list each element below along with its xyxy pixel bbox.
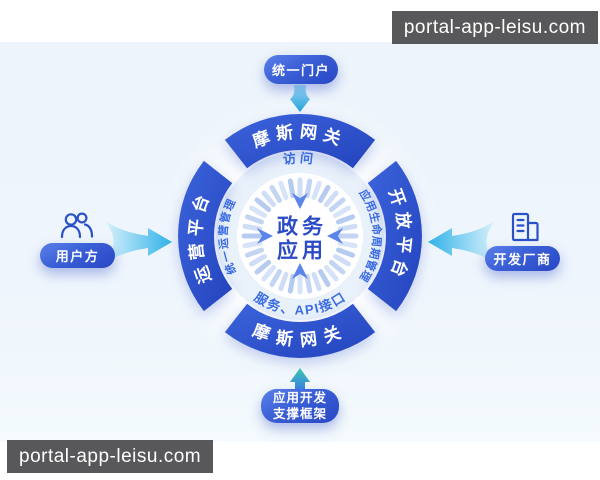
tick-mark (254, 259, 272, 275)
center-title-line1: 政务 (277, 215, 327, 239)
tick-mark (244, 247, 264, 258)
inward-arrow-left-icon (257, 228, 273, 244)
tick-mark (328, 259, 346, 275)
tick-mark (249, 254, 267, 267)
center-title-line2: 应用 (277, 239, 327, 263)
badge-unified-portal: 统一门户 (264, 55, 338, 84)
tick-mark (323, 264, 339, 282)
tick-mark (244, 214, 264, 225)
site-label-bottom: portal-app-leisu.com (7, 440, 214, 473)
tick-mark (278, 180, 289, 200)
inward-arrow-bottom-icon (292, 263, 308, 279)
inner-label-left: 统一运营管理 (216, 196, 237, 277)
tick-mark (318, 185, 331, 203)
inward-arrows (257, 193, 343, 279)
badge-user-side: 用户方 (40, 243, 115, 268)
arrow-up-bottom-icon (290, 368, 310, 391)
inner-label-top: 访问 (282, 150, 314, 167)
svg-text:访问: 访问 (282, 150, 318, 167)
tick-mark (242, 223, 263, 232)
tick-mark (328, 197, 346, 213)
arc-right (367, 160, 422, 312)
tick-mark (304, 273, 313, 294)
center-disk (237, 173, 363, 299)
tick-mark (333, 205, 351, 218)
arrow-flow-right-icon (428, 222, 494, 262)
inward-arrow-top-icon (292, 193, 308, 209)
tick-mark (311, 272, 322, 292)
badge-app-dev-line2: 支撑框架 (272, 407, 327, 421)
tick-mark (249, 205, 267, 218)
tick-mark (287, 273, 296, 294)
arrow-down-top-icon (290, 85, 310, 112)
tick-mark (337, 240, 358, 249)
badge-app-dev-framework: 应用开发 支撑框架 (261, 389, 339, 423)
tick-mark (337, 223, 358, 232)
architecture-diagram: 政务 应用 摩斯网关 开放平台 摩斯网关 运营平台 访问 应用生命周期管理 服务… (106, 85, 494, 391)
tick-mark (318, 269, 331, 287)
arc-top (224, 114, 376, 169)
tick-mark (304, 178, 313, 199)
tick-mark (333, 254, 351, 267)
tick-mark (254, 197, 272, 213)
tick-mark (336, 247, 356, 258)
tick-mark (336, 214, 356, 225)
ring-arcs (178, 114, 422, 358)
tick-ring (241, 177, 359, 295)
arc-left (178, 160, 233, 312)
svg-text:统一运营管理: 统一运营管理 (216, 196, 239, 277)
tick-mark (311, 180, 322, 200)
badge-developer-vendor: 开发厂商 (485, 246, 560, 271)
badge-developer-vendor-label: 开发厂商 (493, 252, 552, 267)
tick-mark (287, 178, 296, 199)
users-icon (60, 212, 94, 239)
tick-mark (261, 264, 277, 282)
tick-mark (323, 190, 339, 208)
vendor-building-icon (511, 212, 539, 242)
tick-mark (278, 272, 289, 292)
tick-mark (269, 269, 282, 287)
center-title: 政务 应用 (277, 215, 327, 263)
arc-bottom (224, 303, 376, 358)
badge-user-side-label: 用户方 (55, 249, 100, 264)
inward-arrow-right-icon (327, 228, 343, 244)
tick-mark (242, 240, 263, 249)
badge-unified-portal-label: 统一门户 (271, 63, 330, 78)
badge-app-dev-line1: 应用开发 (272, 391, 327, 405)
arrow-flow-left-icon (106, 222, 172, 262)
site-label-top: portal-app-leisu.com (391, 11, 598, 44)
tick-mark (261, 190, 277, 208)
tick-mark (269, 185, 282, 203)
